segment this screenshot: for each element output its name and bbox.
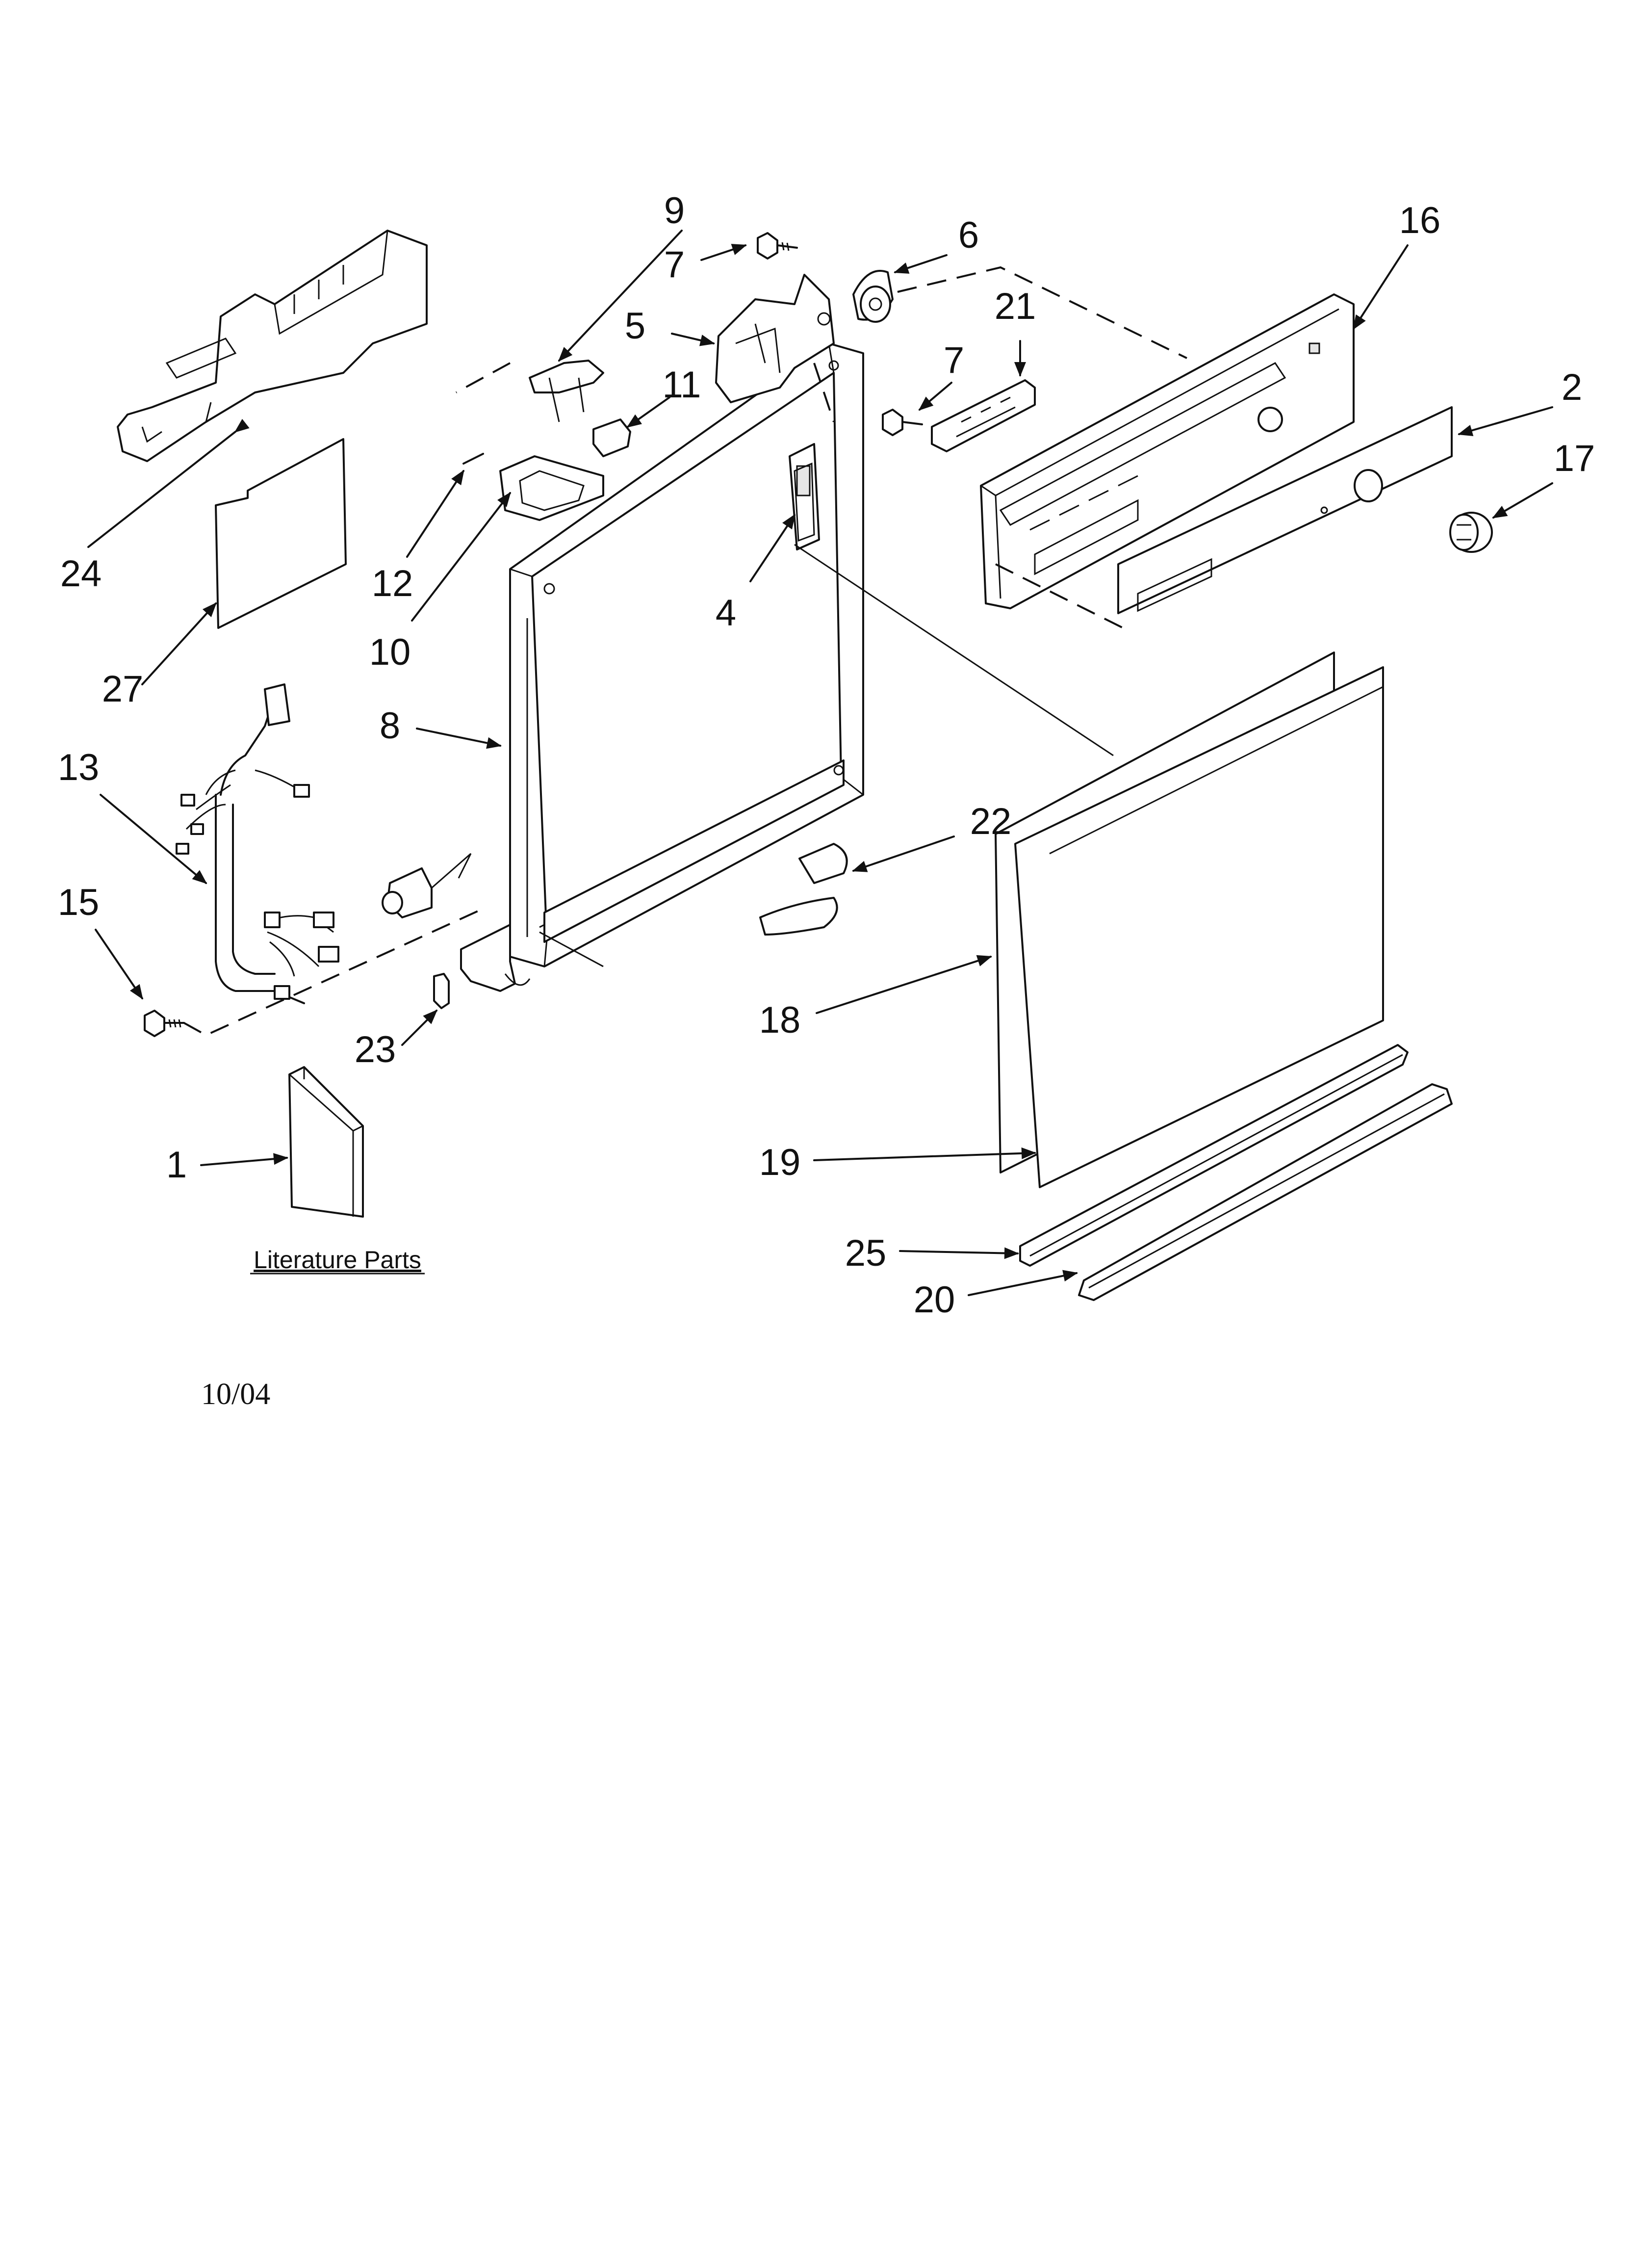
part-1-literature [288,1066,364,1218]
revision-date: 10/04 [201,1378,270,1411]
callout-23: 24 [60,553,102,595]
callout-7-middle: 7 [944,339,964,381]
part-12-pin [462,453,484,465]
part-4-bracket [794,462,815,542]
part-2-overlay [1117,406,1453,614]
callout-arrows [87,230,1553,1296]
part-20-kickplate [1078,1083,1453,1301]
part-25-trim-strip [1019,1044,1409,1267]
part-7-screw-middle [882,409,923,436]
part-21-button-panel [931,379,1036,452]
callout-8: 8 [380,705,400,747]
callout-5: 5 [625,305,645,347]
part-17-knob [1449,512,1493,553]
callout-21: 21 [995,286,1036,327]
callout-9: 9 [664,190,685,232]
callout-labels: 9 7 6 16 5 21 11 7 2 17 24 12 4 10 27 8 … [58,190,1595,1321]
part-13-wire-harness [176,683,472,1004]
assembly-lines [183,266,1187,1037]
callout-15: 15 [58,882,100,923]
callout-19: 19 [759,1142,801,1183]
part-27-insulation [215,438,347,629]
callout-16: 16 [1399,200,1441,241]
part-24-clip [433,973,450,1009]
part-8-door-frame [460,342,864,992]
part-23-vent-housing [117,230,428,462]
part-10-latch-housing [499,455,604,521]
callout-7-upper: 7 [664,244,685,286]
callout-22: 22 [970,801,1012,842]
literature-parts-label: Literature Parts [254,1246,421,1274]
part-16-console [980,293,1355,609]
callout-20: 20 [914,1279,955,1321]
callout-17: 17 [1554,438,1595,479]
part-11-switch [592,418,631,457]
part-9-latch [529,360,604,422]
callout-11: 11 [663,364,701,406]
callout-10: 10 [369,631,411,673]
callout-18: 18 [759,999,801,1041]
part-15-screw [144,1010,185,1037]
callout-4: 4 [716,592,736,634]
callout-2: 2 [1562,366,1582,408]
part-22-hinge-clip [759,843,848,936]
callout-6: 6 [958,214,979,256]
part-5-control-module [715,274,835,403]
callout-25: 25 [845,1232,887,1274]
part-7-screw-upper [757,232,798,260]
callout-1: 1 [166,1144,187,1186]
callout-12: 12 [372,563,413,604]
callout-24: 23 [355,1029,396,1070]
callout-13: 13 [58,747,100,788]
callout-27: 27 [102,668,144,710]
part-19-outer-panel [1014,666,1384,1188]
part-6-dial [852,270,894,323]
